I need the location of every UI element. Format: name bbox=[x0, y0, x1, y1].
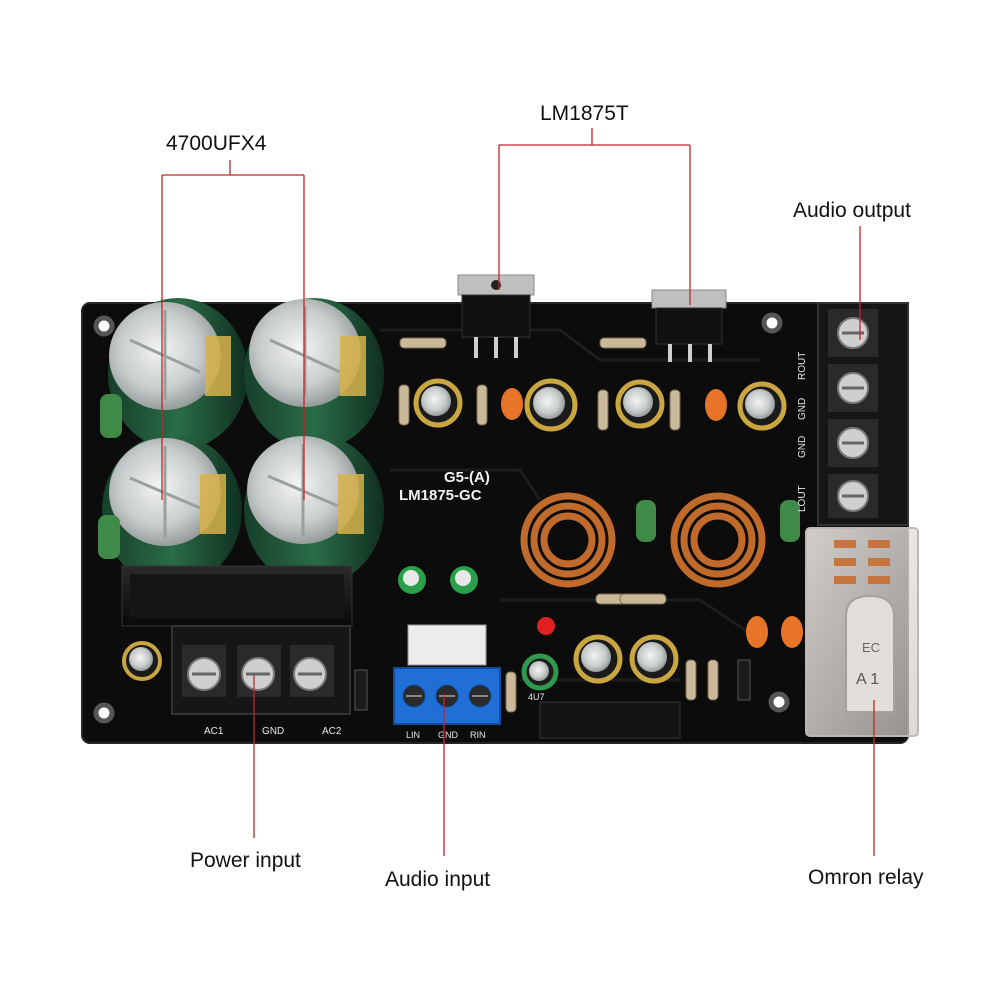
output-terminal-lout: LOUT bbox=[797, 485, 808, 512]
output-terminal-gnd-1: GND bbox=[797, 398, 808, 420]
input-terminal-rin: RIN bbox=[470, 730, 486, 740]
callout-relay: Omron relay bbox=[808, 866, 924, 889]
mounting-holes bbox=[93, 312, 790, 724]
resistors bbox=[98, 337, 800, 713]
power-terminal-gnd: GND bbox=[262, 726, 284, 737]
power-terminal-ac2: AC2 bbox=[322, 726, 342, 737]
board-model-label: G5-(A) bbox=[444, 469, 490, 486]
audio-input-terminal-block: LIN GND RIN bbox=[393, 667, 501, 740]
rectifier-heatsink bbox=[121, 565, 353, 627]
header-connector bbox=[407, 624, 487, 666]
board-chip-label: LM1875-GC bbox=[399, 487, 482, 504]
input-terminal-gnd: GND bbox=[438, 730, 459, 740]
power-terminal-ac1: AC1 bbox=[204, 726, 224, 737]
callout-lines bbox=[161, 128, 875, 856]
cap-marking: 4U7 bbox=[528, 692, 545, 702]
relay-marking: A 1 bbox=[856, 671, 879, 688]
relay-code: EC bbox=[862, 640, 880, 655]
callout-audio-output: Audio output bbox=[793, 199, 911, 222]
omron-relay: EC A 1 bbox=[805, 527, 919, 737]
input-terminal-lin: LIN bbox=[406, 730, 420, 740]
callout-capacitors: 4700UFX4 bbox=[166, 132, 267, 155]
output-terminal-gnd-2: GND bbox=[797, 436, 808, 458]
output-terminal-rout: ROUT bbox=[797, 352, 808, 380]
output-inductors bbox=[520, 492, 766, 588]
callout-audio-input: Audio input bbox=[385, 868, 491, 891]
diode bbox=[354, 669, 368, 711]
power-terminal-block: AC1 GND AC2 bbox=[171, 625, 351, 737]
audio-output-terminal-block: ROUT GND GND LOUT bbox=[797, 302, 909, 526]
callout-chip: LM1875T bbox=[540, 102, 629, 125]
capacitor-bank bbox=[102, 298, 384, 586]
film-capacitors bbox=[501, 388, 803, 648]
lm1875-chips bbox=[457, 274, 727, 362]
small-capacitors bbox=[122, 378, 787, 691]
callout-power-input: Power input bbox=[190, 849, 301, 872]
